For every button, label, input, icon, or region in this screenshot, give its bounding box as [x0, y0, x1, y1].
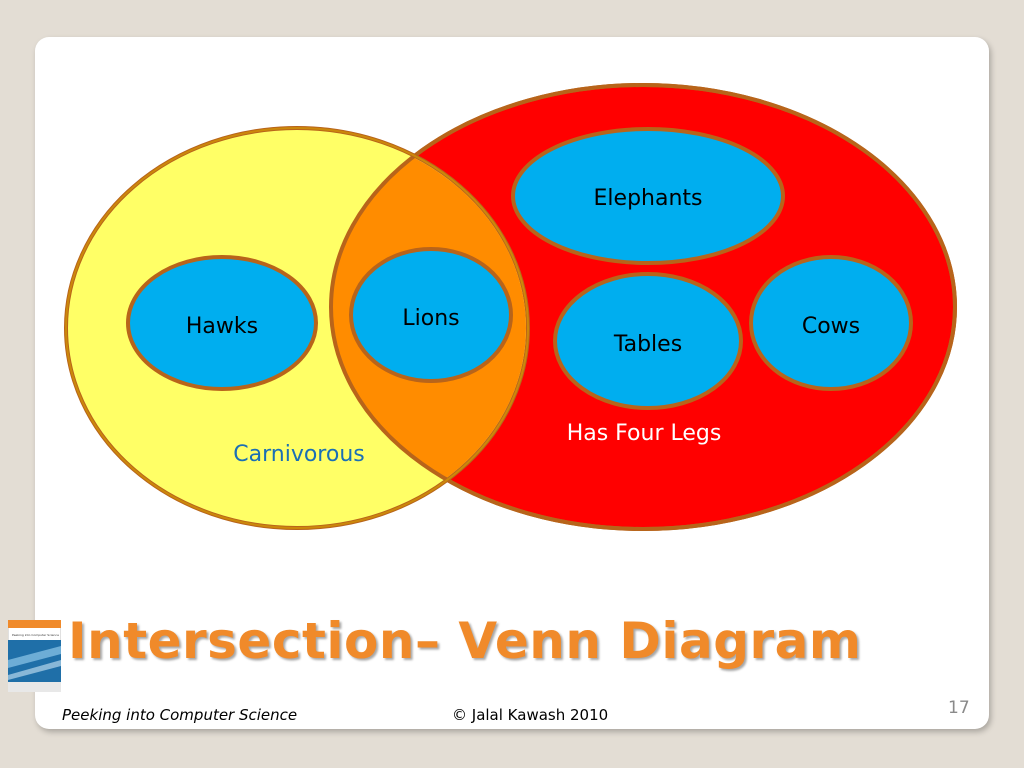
item-tables-label: Tables — [613, 332, 682, 357]
page-number: 17 — [948, 698, 970, 718]
book-cover-image: Peeking into Computer Science — [8, 620, 61, 692]
item-hawks-label: Hawks — [186, 314, 258, 339]
item-lions-label: Lions — [402, 306, 459, 331]
set-has-four-legs-outline — [329, 83, 957, 531]
slide-title: Intersection– Venn Diagram — [68, 612, 862, 670]
item-cows: Cows — [749, 255, 913, 391]
set-carnivorous-outline — [65, 127, 529, 529]
footer-copyright: © Jalal Kawash 2010 — [452, 706, 609, 724]
item-cows-label: Cows — [802, 314, 860, 339]
item-hawks: Hawks — [126, 255, 318, 391]
book-cover-title: Peeking into Computer Science — [12, 633, 59, 637]
item-elephants-label: Elephants — [594, 186, 703, 211]
item-lions: Lions — [349, 247, 513, 383]
item-tables: Tables — [553, 272, 743, 410]
footer-book-title: Peeking into Computer Science — [62, 706, 298, 724]
set-intersection — [331, 130, 526, 526]
item-elephants: Elephants — [511, 127, 785, 265]
set-label-has-four-legs: Has Four Legs — [567, 421, 722, 446]
set-label-carnivorous: Carnivorous — [233, 442, 364, 467]
